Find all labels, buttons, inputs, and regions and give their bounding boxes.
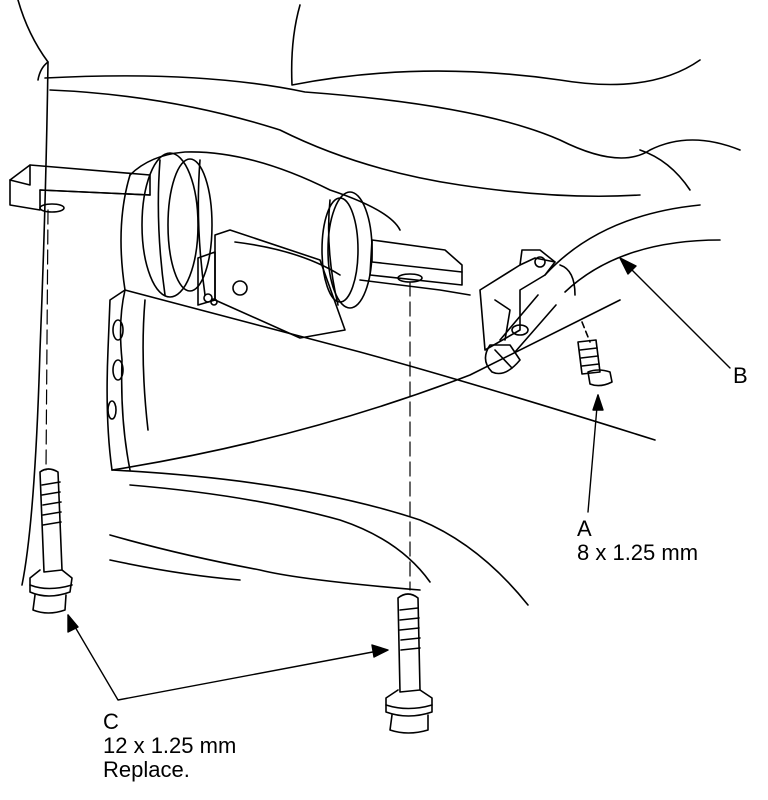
left-mounting-bracket [9, 164, 151, 213]
callout-a-spec: 8 x 1.25 mm [577, 540, 699, 565]
leader-lines [67, 257, 731, 701]
callout-b-label: B [733, 364, 748, 388]
bolt-c-right [385, 593, 433, 734]
bolt-a [577, 321, 613, 387]
install-guide-lines [45, 209, 411, 591]
callout-c-note: Replace. [103, 757, 190, 782]
callout-c-label: C 12 x 1.25 mm Replace. [103, 710, 236, 782]
body-panel-lines [17, 0, 741, 606]
callout-b-letter: B [733, 363, 748, 388]
callout-a-label: A 8 x 1.25 mm [577, 517, 698, 565]
cable-clamp-bracket [479, 249, 556, 351]
heat-shield [106, 289, 656, 471]
callout-c-letter: C [103, 709, 119, 734]
bolt-c-left [29, 468, 73, 614]
right-mounting-bracket [359, 239, 471, 296]
callout-c-spec: 12 x 1.25 mm [103, 733, 237, 758]
cable-b [484, 204, 721, 375]
exhaust-pipe-body [120, 151, 401, 339]
callout-a-letter: A [577, 516, 592, 541]
